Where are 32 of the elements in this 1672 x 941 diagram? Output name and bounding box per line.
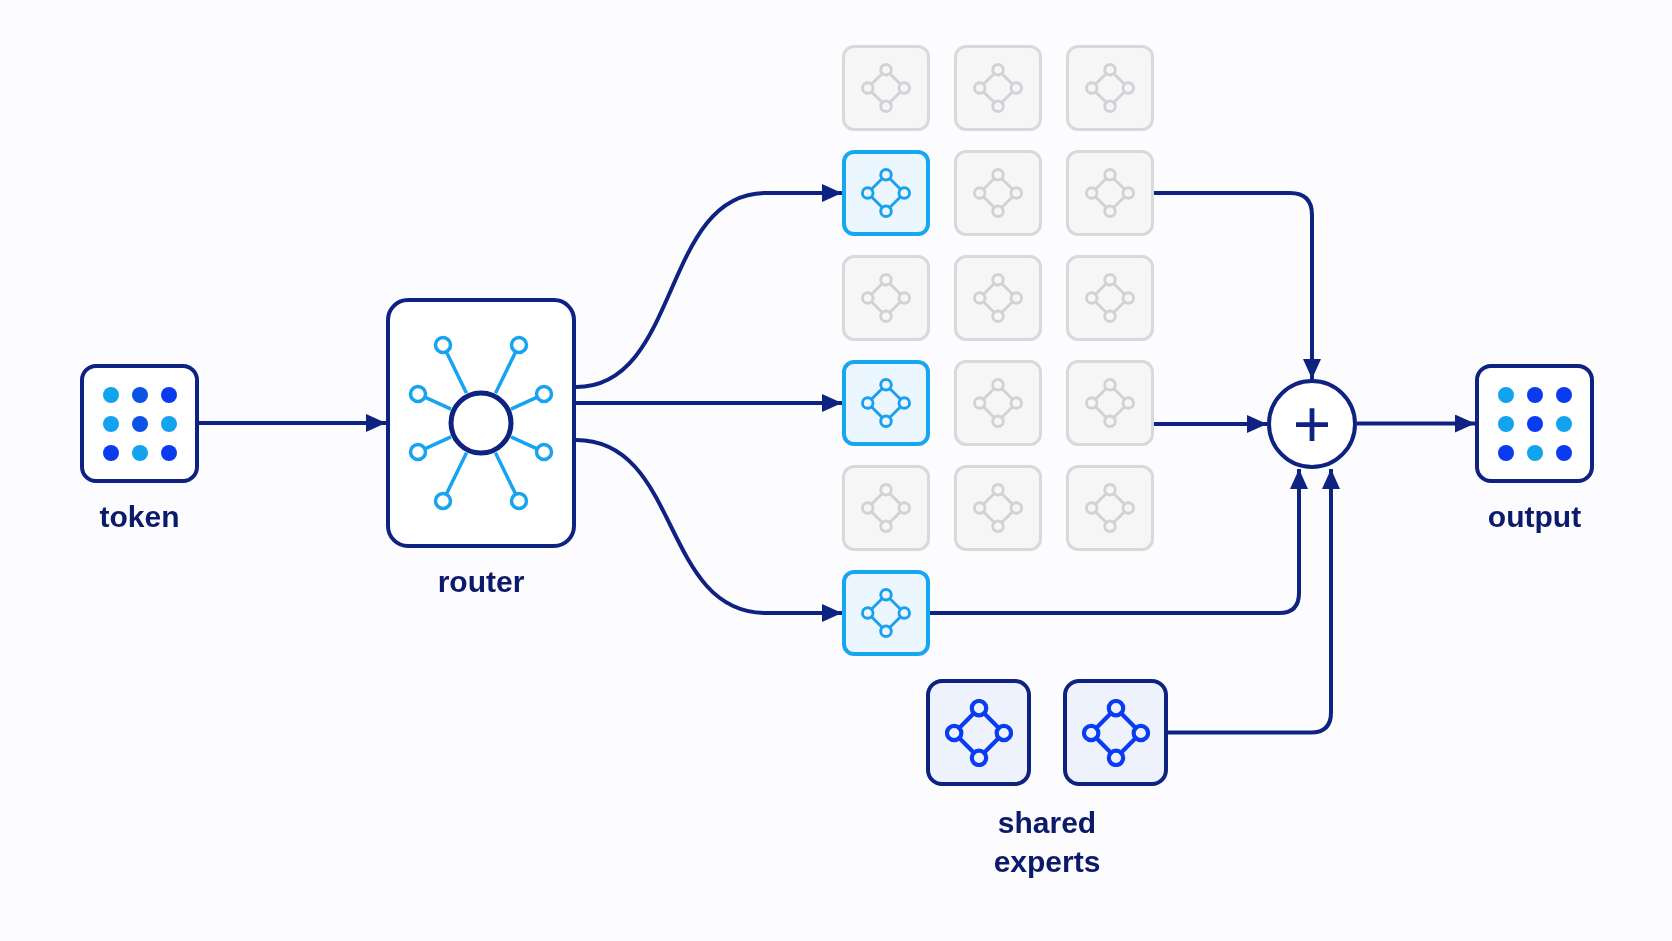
expert-box	[954, 255, 1042, 341]
expert-box	[842, 255, 930, 341]
arrow	[1154, 415, 1267, 433]
expert-box	[1066, 255, 1154, 341]
expert-box	[1066, 465, 1154, 551]
node-label: token	[99, 499, 180, 535]
arrow	[575, 184, 842, 389]
shared-expert-box	[926, 679, 1031, 786]
expert-box	[842, 570, 930, 656]
node-label: output	[1487, 499, 1582, 535]
shared-expert-box	[1063, 679, 1168, 786]
expert-box	[954, 150, 1042, 236]
expert-box	[1066, 45, 1154, 131]
arrow	[199, 414, 386, 432]
arrow	[1357, 414, 1475, 433]
node-label: shared experts	[992, 805, 1102, 880]
arrow	[930, 469, 1308, 615]
node-label: router	[437, 564, 525, 600]
expert-box	[954, 465, 1042, 551]
expert-box	[954, 360, 1042, 446]
arrow	[575, 438, 842, 622]
plus-sign: +	[1292, 391, 1332, 457]
expert-box	[842, 465, 930, 551]
expert-box	[842, 150, 930, 236]
expert-box	[954, 45, 1042, 131]
arrow	[576, 394, 842, 412]
arrow	[1154, 191, 1321, 379]
expert-box	[1066, 360, 1154, 446]
expert-box	[1066, 150, 1154, 236]
expert-box	[842, 360, 930, 446]
expert-box	[842, 45, 930, 131]
arrow	[1168, 469, 1340, 735]
